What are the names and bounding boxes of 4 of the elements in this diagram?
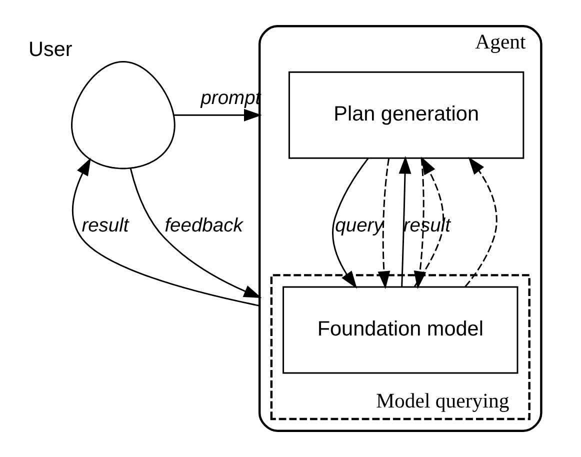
edge-label: query	[334, 215, 383, 236]
edge-label: result	[81, 215, 128, 236]
edge-label: feedback	[164, 215, 242, 236]
node-label: User	[28, 38, 72, 62]
